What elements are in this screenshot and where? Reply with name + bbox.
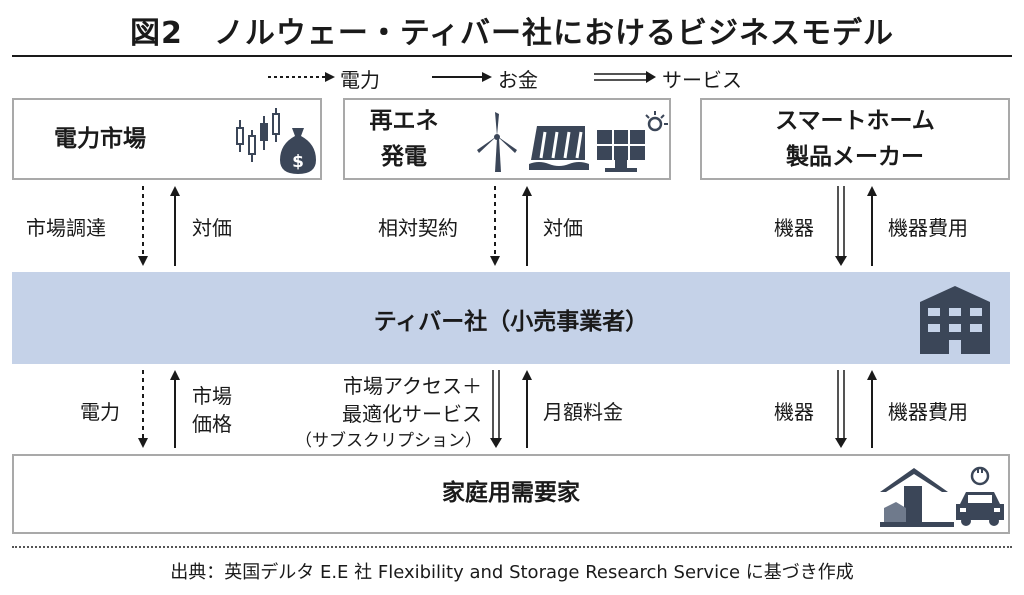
bottom-flow-arrows xyxy=(138,370,877,448)
legend xyxy=(268,71,656,83)
renewable-box: 再エネ 発電 xyxy=(343,98,671,180)
renewable-icons xyxy=(477,111,668,172)
power-market-box: 電力市場 $ xyxy=(12,98,322,180)
equipment-arrow-bottom xyxy=(835,370,847,448)
house-battery-icon xyxy=(880,468,954,527)
smarthome-label-line2: 製品メーカー xyxy=(786,144,924,170)
power-market-label: 電力市場 xyxy=(54,126,146,152)
market-procure-label: 市場調達 xyxy=(26,216,106,240)
legend-electricity-arrow xyxy=(268,72,335,82)
page-title: 図2 ノルウェー・ティバー社におけるビジネスモデル xyxy=(129,16,895,51)
solar-panel-icon xyxy=(597,111,668,172)
renewable-price-label: 対価 xyxy=(543,216,583,240)
equipment-arrow-top xyxy=(835,186,847,266)
market-price-label: 対価 xyxy=(192,216,232,240)
source-divider xyxy=(12,546,1012,548)
top-flow-arrows xyxy=(138,186,877,266)
market-price-flow-arrow xyxy=(170,370,180,448)
market-procure-arrow xyxy=(138,186,148,266)
service-flow-label-line2: 最適化サービス xyxy=(342,402,482,426)
equipment-cost-label-bottom: 機器費用 xyxy=(888,400,968,424)
legend-money-arrow xyxy=(432,72,492,82)
title-underline xyxy=(12,55,1012,57)
equipment-cost-label-top: 機器費用 xyxy=(888,216,968,240)
household-box: 家庭用需要家 xyxy=(12,454,1010,534)
household-label: 家庭用需要家 xyxy=(442,480,580,506)
electricity-flow-arrow xyxy=(138,370,148,448)
smarthome-label-line1: スマートホーム xyxy=(775,108,935,134)
equipment-label-bottom: 機器 xyxy=(774,400,814,424)
renewable-label-line2: 発電 xyxy=(381,144,427,170)
monthly-fee-flow-arrow xyxy=(522,370,532,448)
legend-service-arrow xyxy=(594,71,656,83)
equipment-label-top: 機器 xyxy=(774,216,814,240)
legend-money-label: お金 xyxy=(498,68,538,92)
tibber-label: ティバー社（小売事業者） xyxy=(373,309,649,335)
office-building-icon xyxy=(920,286,990,354)
renewable-price-arrow xyxy=(522,186,532,266)
market-price-flow-label-line1: 市場 xyxy=(192,384,232,408)
monthly-fee-flow-label: 月額料金 xyxy=(543,400,623,424)
home-ev-icon xyxy=(880,466,1004,527)
ev-car-icon xyxy=(956,466,1004,526)
market-chart-money-icon: $ xyxy=(236,108,316,174)
equipment-cost-arrow-bottom xyxy=(867,370,877,448)
service-flow-label-line3: （サブスクリプション） xyxy=(295,431,482,451)
contract-label: 相対契約 xyxy=(378,216,458,240)
market-price-arrow xyxy=(170,186,180,266)
market-price-flow-label-line2: 価格 xyxy=(192,412,232,436)
electricity-flow-label: 電力 xyxy=(80,400,120,424)
source-note: 出典：英国デルタ E.E 社 Flexibility and Storage R… xyxy=(170,562,854,583)
equipment-cost-arrow-top xyxy=(867,186,877,266)
svg-text:$: $ xyxy=(292,152,304,172)
wind-turbine-icon xyxy=(477,112,517,172)
legend-service-label: サービス xyxy=(662,68,742,92)
contract-arrow xyxy=(490,186,500,266)
dam-icon xyxy=(529,126,589,170)
smarthome-box: スマートホーム 製品メーカー xyxy=(700,98,1010,180)
tibber-band: ティバー社（小売事業者） xyxy=(12,272,1010,364)
renewable-label-line1: 再エネ xyxy=(369,108,439,134)
service-flow-arrow xyxy=(490,370,502,448)
legend-electricity-label: 電力 xyxy=(340,68,380,92)
service-flow-label-line1: 市場アクセス＋ xyxy=(343,374,482,398)
